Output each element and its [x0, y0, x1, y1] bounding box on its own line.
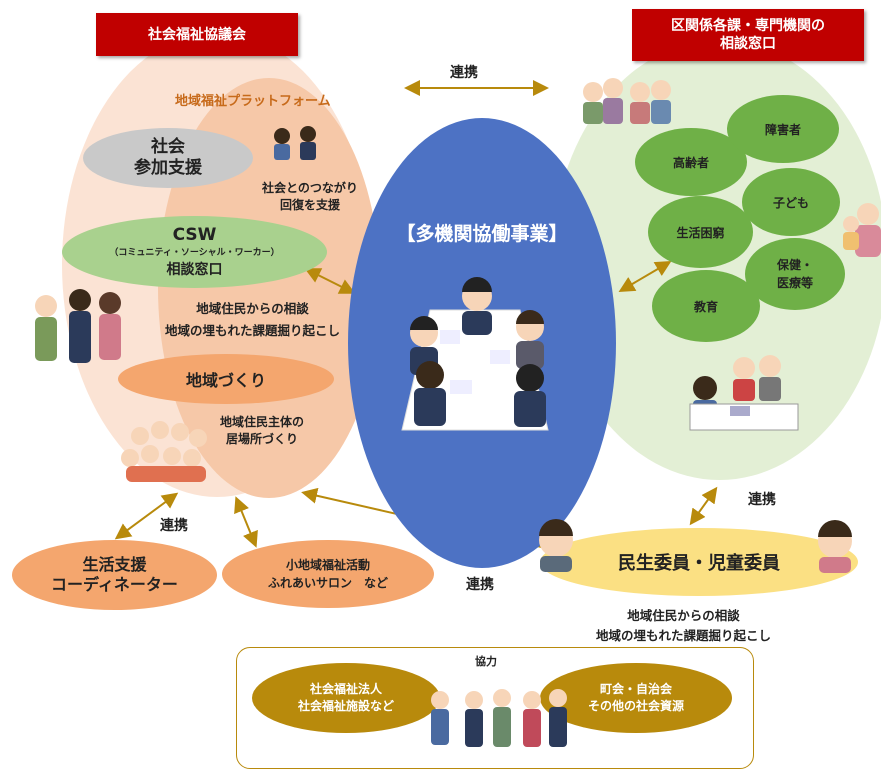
- minsei-title: 民生委員・児童委員: [618, 553, 780, 574]
- community-title: 地域づくり: [185, 371, 266, 390]
- social-desc: 社会とのつながり 回復を支援: [262, 180, 358, 214]
- social-desc-2: 回復を支援: [279, 198, 340, 212]
- minsei-ellipse[interactable]: 民生委員・児童委員: [540, 528, 858, 596]
- community-ellipse: 地域づくり: [118, 354, 334, 404]
- category-poverty-label: 生活困窮: [676, 225, 725, 240]
- csw-line3: 相談窓口: [166, 262, 223, 278]
- community-desc-1: 地域住民主体の: [220, 415, 305, 429]
- renkei-label-left: 連携: [160, 518, 188, 534]
- csw-title: CSW: [172, 225, 217, 245]
- crowd-illustration: [121, 421, 207, 482]
- renkei-label-right: 連携: [748, 492, 776, 508]
- header-shakai-fukushi: 社会福祉協議会: [96, 13, 298, 56]
- social-line1: 社会: [151, 137, 185, 157]
- platform-label: 地域福祉プラットフォーム: [175, 94, 331, 109]
- welfare-corp-line2: 社会福祉施設など: [297, 699, 394, 713]
- category-disabled[interactable]: 障害者: [727, 95, 839, 163]
- center-title: 【多機関協働事業】: [396, 223, 568, 245]
- renkei-label-top: 連携: [450, 65, 478, 81]
- social-participation-ellipse: 社会 参加支援: [83, 128, 253, 188]
- welfare-corp-line1: 社会福祉法人: [309, 682, 382, 696]
- csw-sub: （コミュニティ・ソーシャル・ワーカー）: [109, 248, 280, 258]
- small-area-welfare[interactable]: 小地域福祉活動 ふれあいサロン など: [222, 540, 434, 608]
- category-education-label: 教育: [693, 299, 718, 314]
- category-health[interactable]: 保健・ 医療等: [745, 238, 845, 310]
- minsei-desc-1: 地域住民からの相談: [627, 608, 740, 623]
- community-desc-2: 居場所づくり: [226, 432, 299, 446]
- small-area-line1: 小地域福祉活動: [285, 558, 370, 572]
- renkei-label-center: 連携: [466, 577, 494, 593]
- neighborhood-line2: その他の社会資源: [587, 699, 684, 713]
- category-poverty[interactable]: 生活困窮: [648, 196, 753, 268]
- life-support-line1: 生活支援: [82, 555, 147, 574]
- welfare-corp-ellipse[interactable]: 社会福祉法人 社会福祉施設など: [252, 663, 440, 733]
- life-support-coordinator[interactable]: 生活支援 コーディネーター: [12, 540, 217, 610]
- header-right-line1: 区関係各課・専門機関の: [671, 18, 825, 34]
- social-line2: 参加支援: [134, 158, 202, 178]
- category-children[interactable]: 子ども: [742, 168, 840, 236]
- consultation-desk-illustration: [689, 355, 799, 431]
- category-health-label-2: 医療等: [776, 276, 813, 290]
- family-illustration: [35, 289, 121, 363]
- category-disabled-label: 障害者: [764, 122, 801, 137]
- category-elderly[interactable]: 高齢者: [635, 128, 747, 196]
- csw-desc-1: 地域住民からの相談: [196, 301, 309, 316]
- category-elderly-label: 高齢者: [672, 155, 709, 170]
- csw-desc-2: 地域の埋もれた課題掘り起こし: [165, 323, 341, 338]
- header-kyoku-kankei: 区関係各課・専門機関の 相談窓口: [632, 9, 864, 61]
- neighborhood-line1: 町会・自治会: [599, 682, 672, 696]
- category-health-label-1: 保健・: [776, 258, 813, 272]
- small-area-line2: ふれあいサロン など: [267, 576, 388, 590]
- category-children-label: 子ども: [772, 195, 809, 210]
- minsei-desc: 地域住民からの相談 地域の埋もれた課題掘り起こし: [596, 606, 771, 646]
- csw-desc: 地域住民からの相談 地域の埋もれた課題掘り起こし: [165, 298, 340, 342]
- cooperation-label: 協力: [475, 655, 497, 668]
- header-left-label: 社会福祉協議会: [148, 26, 246, 43]
- counseling-illustration: [274, 126, 316, 160]
- minsei-desc-2: 地域の埋もれた課題掘り起こし: [596, 628, 772, 643]
- social-desc-1: 社会とのつながり: [262, 181, 358, 195]
- community-desc: 地域住民主体の 居場所づくり: [220, 414, 304, 448]
- life-support-line2: コーディネーター: [51, 575, 178, 594]
- csw-ellipse: CSW （コミュニティ・ソーシャル・ワーカー） 相談窓口: [62, 216, 327, 288]
- mother-child-illustration: [843, 203, 881, 257]
- header-right-line2: 相談窓口: [720, 36, 776, 52]
- category-education[interactable]: 教育: [652, 270, 760, 342]
- neighborhood-ellipse[interactable]: 町会・自治会 その他の社会資源: [540, 663, 732, 733]
